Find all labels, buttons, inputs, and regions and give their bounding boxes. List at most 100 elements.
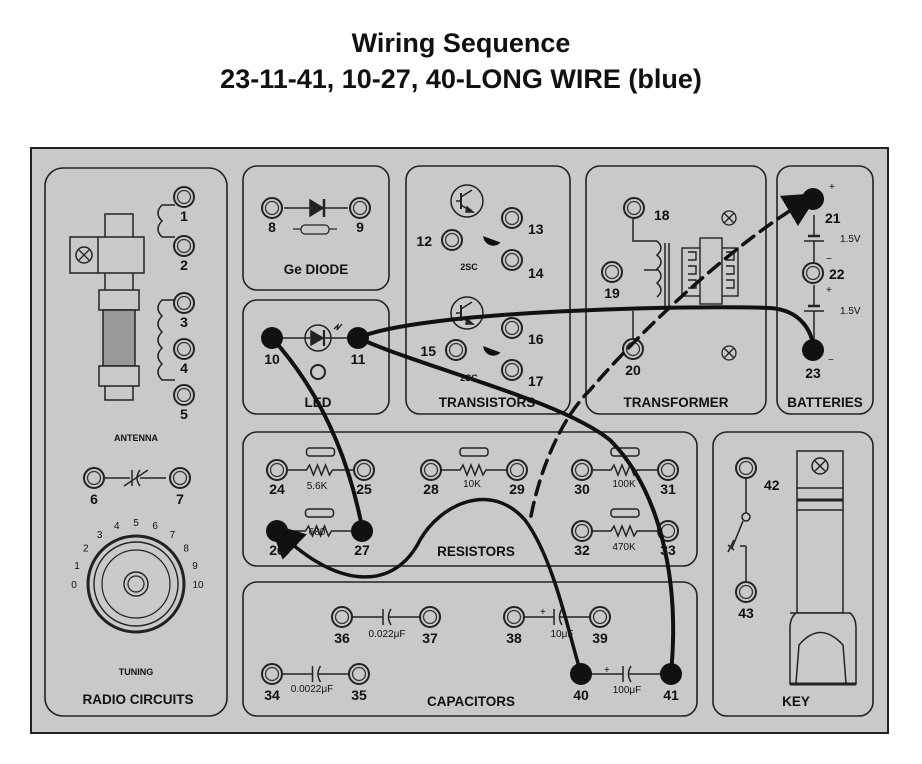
terminal-21[interactable]: 21 xyxy=(825,210,841,226)
terminal-label: 11 xyxy=(351,351,366,367)
terminal-23[interactable]: 23 xyxy=(805,365,821,381)
terminal-34[interactable]: 34 xyxy=(261,663,283,703)
terminal-13[interactable]: 13 xyxy=(501,207,544,237)
terminal-24[interactable]: 24 xyxy=(266,459,288,497)
transistors-title: TRANSISTORS xyxy=(439,395,536,410)
terminal-29[interactable]: 29 xyxy=(506,459,528,497)
terminal-16[interactable]: 16 xyxy=(501,317,544,347)
resistor-value-10k: 10K xyxy=(463,479,481,490)
terminal-label: 15 xyxy=(420,343,436,359)
terminal-38[interactable]: 38 xyxy=(503,606,525,646)
terminal-20[interactable]: 20 xyxy=(622,338,644,378)
terminal-spring-inner xyxy=(172,470,188,486)
terminal-10[interactable]: 10 xyxy=(264,351,280,367)
terminal-spring-inner xyxy=(264,200,280,216)
terminal-8[interactable]: 8 xyxy=(261,197,283,235)
capacitor-symbol-icon xyxy=(524,608,590,626)
terminal-19[interactable]: 19 xyxy=(601,261,623,301)
batteries-title: BATTERIES xyxy=(787,395,863,410)
capacitor-plus-sign: + xyxy=(604,665,610,676)
terminal-12[interactable]: 12 xyxy=(416,229,463,251)
battery-voltage-bottom: 1.5V xyxy=(840,306,861,317)
dial-mark: 3 xyxy=(97,530,103,541)
terminal-spring-inner xyxy=(604,264,620,280)
terminal-label: 25 xyxy=(356,481,372,497)
terminal-42[interactable]: 42 xyxy=(735,457,780,493)
terminal-label: 13 xyxy=(528,221,544,237)
terminal-spring-inner xyxy=(805,265,821,281)
terminal-22[interactable]: 22 xyxy=(802,262,845,284)
terminal-32[interactable]: 32 xyxy=(571,520,593,558)
diode-symbol-icon xyxy=(284,198,348,218)
terminal-37[interactable]: 37 xyxy=(419,606,441,646)
terminal-30[interactable]: 30 xyxy=(571,459,593,497)
resistor-value-470k: 470K xyxy=(612,542,636,553)
terminal-spring-connected[interactable] xyxy=(347,327,369,349)
terminal-1[interactable]: 1 xyxy=(173,186,195,224)
terminal-36[interactable]: 36 xyxy=(331,606,353,646)
wire-11-41[interactable] xyxy=(356,336,676,675)
terminal-label: 3 xyxy=(180,314,188,330)
terminal-spring-connected[interactable] xyxy=(570,663,592,685)
tuning-label: TUNING xyxy=(119,667,154,677)
terminal-label: 14 xyxy=(528,265,544,281)
terminal-9[interactable]: 9 xyxy=(349,197,371,235)
terminal-39[interactable]: 39 xyxy=(589,606,611,646)
terminal-spring-connected[interactable] xyxy=(802,188,824,210)
terminal-spring-inner xyxy=(506,609,522,625)
terminal-2[interactable]: 2 xyxy=(173,235,195,273)
terminal-label: 4 xyxy=(180,360,188,376)
terminal-15[interactable]: 15 xyxy=(420,339,467,361)
terminal-14[interactable]: 14 xyxy=(501,249,544,281)
resistor-component-icon xyxy=(304,508,335,518)
terminal-31[interactable]: 31 xyxy=(657,459,679,497)
terminal-label: 16 xyxy=(528,331,544,347)
terminal-26[interactable]: 26 xyxy=(269,542,285,558)
capacitor-value-0-0022uf: 0.0022μF xyxy=(291,684,333,695)
capacitor-symbol-icon xyxy=(352,608,420,626)
long-wire-40-26[interactable] xyxy=(269,497,583,675)
terminal-label: 28 xyxy=(423,481,439,497)
tuning-dial[interactable] xyxy=(86,534,186,634)
terminal-spring-inner xyxy=(738,584,754,600)
capacitor-symbols xyxy=(282,608,661,683)
wire-40-21-dashed[interactable] xyxy=(529,193,820,518)
terminal-label: 27 xyxy=(354,542,370,558)
terminal-spring-connected[interactable] xyxy=(802,339,824,361)
resistor-value-680: 680 xyxy=(309,527,326,538)
terminal-7[interactable]: 7 xyxy=(169,467,191,507)
screw-icon xyxy=(721,345,737,361)
terminal-spring-inner xyxy=(176,341,192,357)
terminal-18[interactable]: 18 xyxy=(623,197,670,223)
terminal-40[interactable]: 40 xyxy=(573,687,589,703)
terminal-28[interactable]: 28 xyxy=(420,459,442,497)
terminal-spring-connected[interactable] xyxy=(351,520,373,542)
terminal-label: 32 xyxy=(574,542,590,558)
wire-10-27[interactable] xyxy=(270,336,364,529)
terminal-spring-connected[interactable] xyxy=(266,520,288,542)
battery-voltage-top: 1.5V xyxy=(840,234,861,245)
terminal-41[interactable]: 41 xyxy=(663,687,679,703)
terminal-spring-connected[interactable] xyxy=(261,327,283,349)
terminal-43[interactable]: 43 xyxy=(735,581,757,621)
terminal-label: 40 xyxy=(573,687,589,703)
panel-radio-circuits xyxy=(44,167,228,717)
terminal-spring-connected[interactable] xyxy=(660,663,682,685)
terminal-35[interactable]: 35 xyxy=(348,663,370,703)
terminal-6[interactable]: 6 xyxy=(83,467,105,507)
terminal-3[interactable]: 3 xyxy=(173,292,195,330)
terminal-11[interactable]: 11 xyxy=(351,351,366,367)
resistor-symbol-icon xyxy=(592,523,658,539)
dial-mark: 10 xyxy=(192,580,204,591)
terminal-spring-inner xyxy=(574,462,590,478)
wire-23-11[interactable] xyxy=(356,305,816,352)
terminal-25[interactable]: 25 xyxy=(353,459,375,497)
terminal-label: 12 xyxy=(416,233,432,249)
terminal-17[interactable]: 17 xyxy=(501,359,544,389)
dial-mark: 2 xyxy=(83,544,89,555)
terminal-5[interactable]: 5 xyxy=(173,384,195,422)
terminal-27[interactable]: 27 xyxy=(354,542,370,558)
telegraph-key[interactable] xyxy=(789,450,857,686)
terminal-4[interactable]: 4 xyxy=(173,338,195,376)
